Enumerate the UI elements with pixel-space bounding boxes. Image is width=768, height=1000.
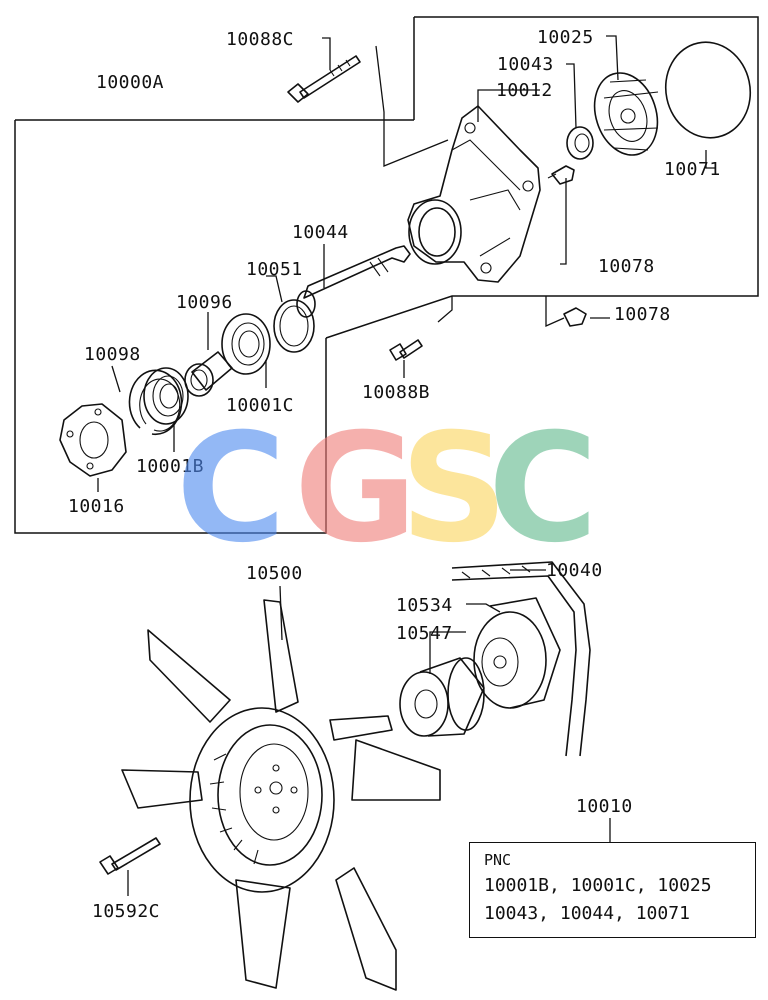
callout-10592C: 10592C xyxy=(92,901,160,922)
callout-10078-upper: 10078 xyxy=(598,256,655,277)
bearing-10001C xyxy=(221,313,271,375)
callout-10000A: 10000A xyxy=(96,72,164,93)
callout-10025: 10025 xyxy=(537,27,594,48)
callout-10547: 10547 xyxy=(396,623,453,644)
drain-plug-lower xyxy=(563,307,587,327)
watermark-letter-c1: C xyxy=(176,402,286,576)
pump-flange xyxy=(59,403,127,477)
water-pump-housing xyxy=(407,105,541,283)
watermark-letter-g: G xyxy=(294,402,417,576)
callout-10010: 10010 xyxy=(576,796,633,817)
callout-10088C: 10088C xyxy=(226,29,294,50)
leader-lines xyxy=(97,35,716,896)
bolt-10088C xyxy=(287,55,361,103)
callout-10096: 10096 xyxy=(176,292,233,313)
callout-10534: 10534 xyxy=(396,595,453,616)
fan-pulley xyxy=(473,597,561,709)
pnc-line-1: 10001B, 10001C, 10025 xyxy=(484,875,712,896)
callout-10012: 10012 xyxy=(496,80,553,101)
callout-labels: 10088C 10025 10043 10000A 10012 10071 10… xyxy=(68,27,721,922)
cooling-fan xyxy=(121,599,441,991)
impeller xyxy=(593,72,659,156)
bolt-10088B xyxy=(389,339,423,361)
callout-10044: 10044 xyxy=(292,222,349,243)
pump-shaft xyxy=(296,245,411,318)
callout-10500: 10500 xyxy=(246,563,303,584)
pnc-title: PNC xyxy=(484,851,512,869)
callout-10098: 10098 xyxy=(84,344,141,365)
pnc-line-2: 10043, 10044, 10071 xyxy=(484,903,690,924)
snap-ring-10051 xyxy=(273,299,315,353)
callout-10078-lower: 10078 xyxy=(614,304,671,325)
fan-spacer xyxy=(399,657,485,737)
callout-10051: 10051 xyxy=(246,259,303,280)
callout-10001C: 10001C xyxy=(226,395,294,416)
watermark-letter-c2: C xyxy=(488,402,598,576)
drain-plug-upper xyxy=(547,165,575,185)
watermark-letter-s: S xyxy=(400,402,508,576)
callout-10016: 10016 xyxy=(68,496,125,517)
v-belt xyxy=(451,561,591,757)
callout-10040: 10040 xyxy=(546,560,603,581)
callout-10071: 10071 xyxy=(664,159,721,180)
callout-10088B: 10088B xyxy=(362,382,430,403)
snap-ring-10098 xyxy=(128,369,183,436)
cgsc-watermark: C G S C xyxy=(176,402,598,576)
callout-10043: 10043 xyxy=(497,54,554,75)
mechanical-seal xyxy=(566,126,594,160)
bolt-10592C xyxy=(99,837,161,875)
gasket xyxy=(664,41,752,139)
pnc-box: PNC 10001B, 10001C, 10025 10043, 10044, … xyxy=(469,842,756,938)
callout-10001B: 10001B xyxy=(136,456,204,477)
